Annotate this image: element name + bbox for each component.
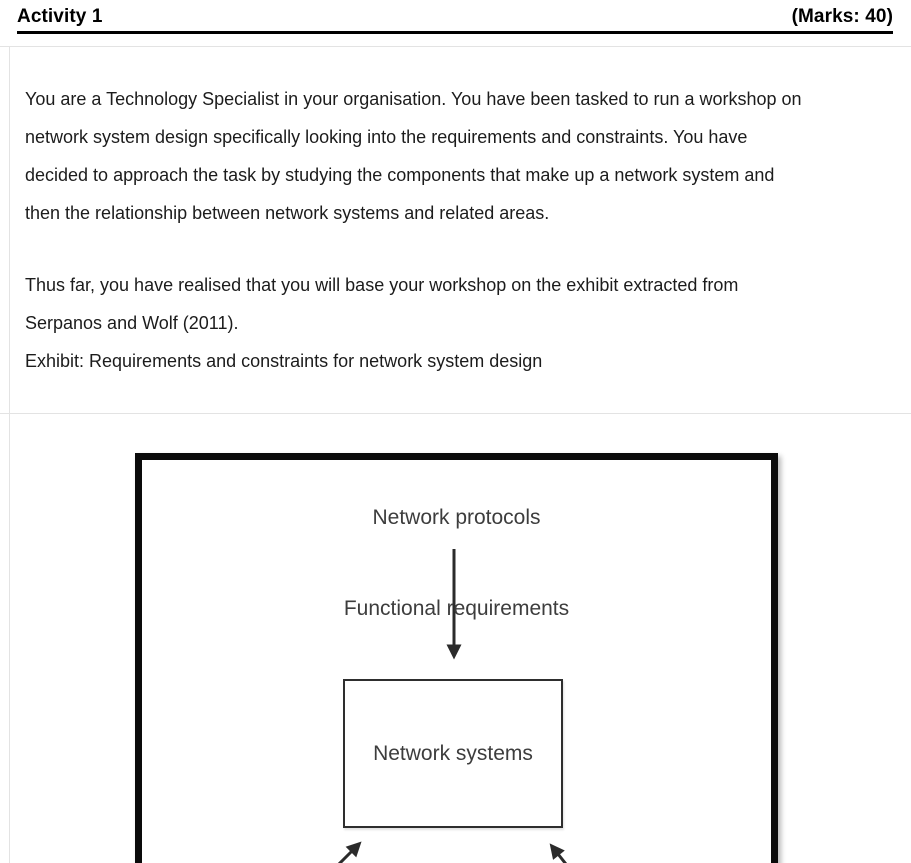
network-systems-box: Network systems	[343, 679, 563, 828]
text-line: decided to approach the task by studying…	[25, 165, 775, 185]
intro-paragraph: You are a Technology Specialist in your …	[25, 80, 802, 232]
text-line: Thus far, you have realised that you wil…	[25, 275, 739, 295]
exhibit-intro-paragraph: Thus far, you have realised that you wil…	[25, 266, 738, 380]
text-line: You are a Technology Specialist in your …	[25, 89, 802, 109]
table-border-left	[9, 46, 10, 863]
activity-title: Activity 1	[17, 5, 103, 27]
text-line: then the relationship between network sy…	[25, 203, 550, 223]
table-border-middle	[0, 413, 911, 414]
text-line: Serpanos and Wolf (2011).	[25, 313, 239, 333]
table-border-top	[0, 46, 911, 47]
marks-label: (Marks: 40)	[791, 5, 893, 27]
network-systems-label: Network systems	[373, 741, 533, 765]
text-line: network system design specifically looki…	[25, 127, 748, 147]
activity-header: Activity 1 (Marks: 40)	[17, 2, 893, 34]
text-line: Exhibit: Requirements and constraints fo…	[25, 351, 543, 371]
functional-requirements-label: Functional requirements	[343, 597, 570, 620]
network-protocols-label: Network protocols	[372, 506, 541, 529]
